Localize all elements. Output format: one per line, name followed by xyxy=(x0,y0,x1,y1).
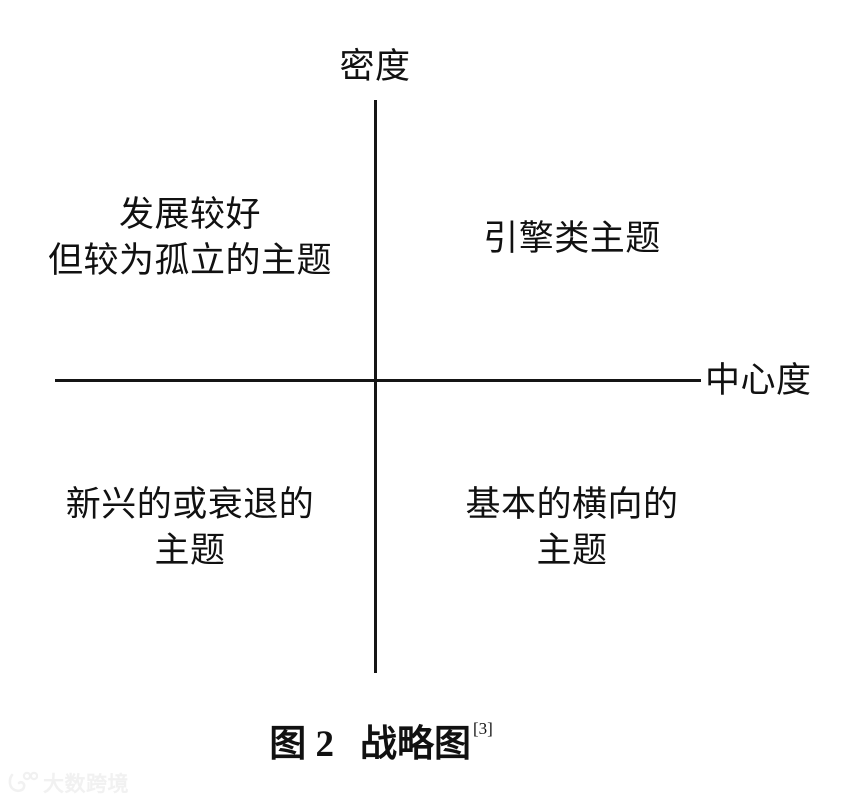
quadrant-bottom-left-line1: 新兴的或衰退的 xyxy=(65,485,315,524)
x-axis-label: 中心度 xyxy=(705,361,812,400)
figure-caption-prefix: 图 2 xyxy=(269,724,334,765)
figure-caption-reference: [3] xyxy=(472,718,493,738)
centrality-axis-line xyxy=(55,379,701,382)
density-axis-line xyxy=(374,100,377,673)
y-axis-label: 密度 xyxy=(339,47,411,86)
quadrant-label-top-right: 引擎类主题 xyxy=(392,216,752,262)
watermark-text: 大数跨境 xyxy=(43,773,129,796)
quadrant-bottom-left-line2: 主题 xyxy=(154,531,226,571)
quadrant-top-right-line1: 引擎类主题 xyxy=(483,219,661,258)
figure-caption-title: 战略图 xyxy=(359,724,471,765)
quadrant-label-bottom-left: 新兴的或衰退的 主题 xyxy=(10,482,370,574)
watermark: 大数跨境 xyxy=(8,768,129,798)
quadrant-label-top-left: 发展较好 但较为孤立的主题 xyxy=(10,192,370,284)
quadrant-label-bottom-right: 基本的横向的 主题 xyxy=(392,482,752,574)
quadrant-bottom-right-line1: 基本的横向的 xyxy=(465,485,679,524)
quadrant-bottom-right-line2: 主题 xyxy=(536,531,608,571)
quadrant-top-left-line2: 但较为孤立的主题 xyxy=(47,241,332,281)
figure-caption: 图 2 战略图[3] xyxy=(0,713,760,767)
watermark-logo-icon xyxy=(8,770,39,796)
quadrant-top-left-line1: 发展较好 xyxy=(118,195,261,234)
